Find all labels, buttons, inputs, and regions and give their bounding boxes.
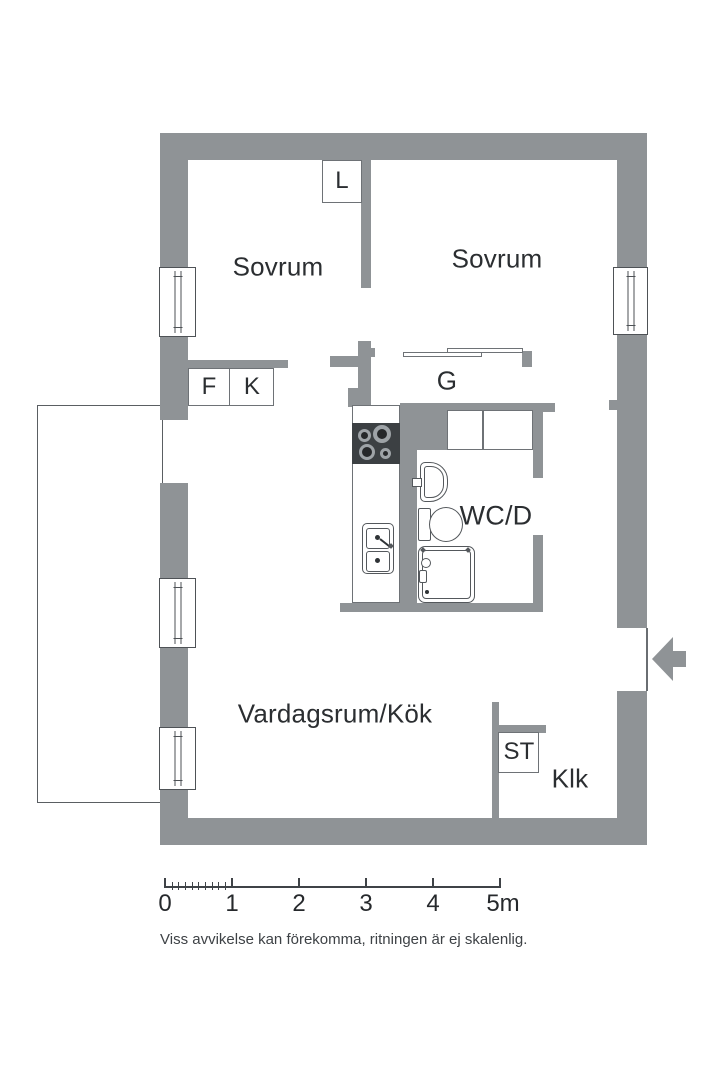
wall-right-segment: [617, 160, 647, 267]
scale-minor-tick: [185, 882, 186, 890]
scale-minor-tick: [172, 882, 173, 890]
room-label-bathroom: WC/D: [459, 500, 533, 531]
wall-hall-foot: [348, 388, 358, 407]
burner-icon: [359, 444, 375, 460]
wall-left-segment: [160, 790, 188, 818]
wall-left-segment: [160, 160, 188, 267]
room-label-living-kitchen: Vardagsrum/Kök: [237, 698, 433, 729]
entrance-door-line: [646, 628, 648, 691]
burner-icon: [373, 425, 391, 443]
wall-bottom: [160, 818, 647, 845]
linen-cabinet-box: [322, 160, 362, 203]
cabinet-label-freezer: K: [243, 373, 261, 400]
burner-icon: [358, 429, 371, 442]
room-label-bedroom2: Sovrum: [451, 243, 543, 274]
basin-tap-icon: [412, 478, 422, 487]
scale-label-3: 3: [359, 890, 373, 917]
stove: [352, 423, 400, 464]
entrance-arrow-icon: [652, 637, 673, 681]
scale-major-tick: [499, 878, 501, 888]
window: [613, 267, 648, 335]
wall-left-segment: [160, 483, 188, 578]
room-label-wardrobe: G: [436, 365, 458, 396]
scale-minor-tick: [198, 882, 199, 890]
entrance-arrow-tail: [673, 651, 686, 667]
cabinet-label-cleaning: ST: [503, 738, 535, 765]
scale-major-tick: [365, 878, 367, 888]
scale-label-1: 1: [225, 890, 239, 917]
wall-hall-bump: [371, 348, 375, 357]
scale-label-2: 2: [292, 890, 306, 917]
scale-minor-tick: [178, 882, 179, 890]
disclaimer-text: Viss avvikelse kan förekomma, ritningen …: [160, 931, 528, 948]
scale-label-0: 0: [158, 890, 172, 917]
wall-right-segment: [617, 691, 647, 818]
wall-klk: [492, 702, 499, 819]
wall-bath-right-upper: [533, 403, 543, 478]
balcony-outline: [37, 405, 163, 803]
scale-label-5m: 5m: [486, 890, 520, 917]
window-glass: [173, 582, 182, 644]
scale-label-4: 4: [426, 890, 440, 917]
scale-minor-tick: [205, 882, 206, 890]
room-label-klk: Klk: [551, 763, 589, 794]
cabinet-label-fridge: F: [201, 373, 217, 400]
freezer-box: [229, 368, 274, 406]
window: [159, 267, 196, 337]
scale-baseline: [165, 886, 501, 888]
wall-wardrobe-right: [522, 351, 532, 367]
wall-left-segment: [160, 335, 188, 420]
scale-major-tick: [231, 878, 233, 888]
scale-major-tick: [432, 878, 434, 888]
shower-mixer-icon: [419, 570, 427, 583]
wall-right-segment: [617, 335, 647, 628]
drain-icon: [375, 558, 380, 563]
shower-head-icon: [421, 558, 431, 568]
wall-above-fridge: [187, 360, 288, 368]
bath-cabinet-box: [447, 410, 483, 450]
toilet-bowl: [429, 507, 463, 542]
scale-minor-tick: [212, 882, 213, 890]
wall-wardrobe-bottom: [400, 403, 555, 412]
drain-icon: [375, 535, 380, 540]
wall-right-bump: [609, 400, 617, 410]
wash-basin: [420, 462, 448, 502]
wall-left-segment: [160, 648, 188, 727]
bath-cabinet-box: [483, 410, 533, 450]
wall-kitchen-divider: [400, 412, 417, 603]
cleaning-cabinet-box: [498, 732, 539, 773]
wall-hall-arm: [330, 356, 358, 367]
window-glass: [626, 271, 635, 331]
room-label-bedroom1: Sovrum: [232, 251, 324, 282]
wardrobe-sliding-door: [447, 348, 523, 353]
wall-bath-right-lower: [533, 535, 543, 611]
wall-bath-bottom: [340, 603, 543, 612]
scale-minor-tick: [218, 882, 219, 890]
scale-major-tick: [298, 878, 300, 888]
wardrobe-sliding-door: [403, 352, 482, 357]
burner-icon: [380, 448, 391, 459]
cabinet-label-linen: L: [335, 167, 349, 194]
basin-inner: [424, 466, 444, 498]
window-glass: [173, 271, 182, 333]
window-glass: [173, 731, 182, 786]
wall-top: [160, 133, 647, 160]
wall-hall: [358, 341, 371, 407]
scale-major-tick: [164, 878, 166, 888]
wall-bedroom-partition: [361, 160, 371, 288]
fridge-box: [188, 368, 230, 406]
window: [159, 727, 196, 790]
shower-drain-icon: [425, 590, 429, 594]
window: [159, 578, 196, 648]
wall-klk-arm: [498, 725, 546, 733]
scale-minor-tick: [225, 882, 226, 890]
scale-minor-tick: [192, 882, 193, 890]
shower-inner: [422, 550, 471, 599]
